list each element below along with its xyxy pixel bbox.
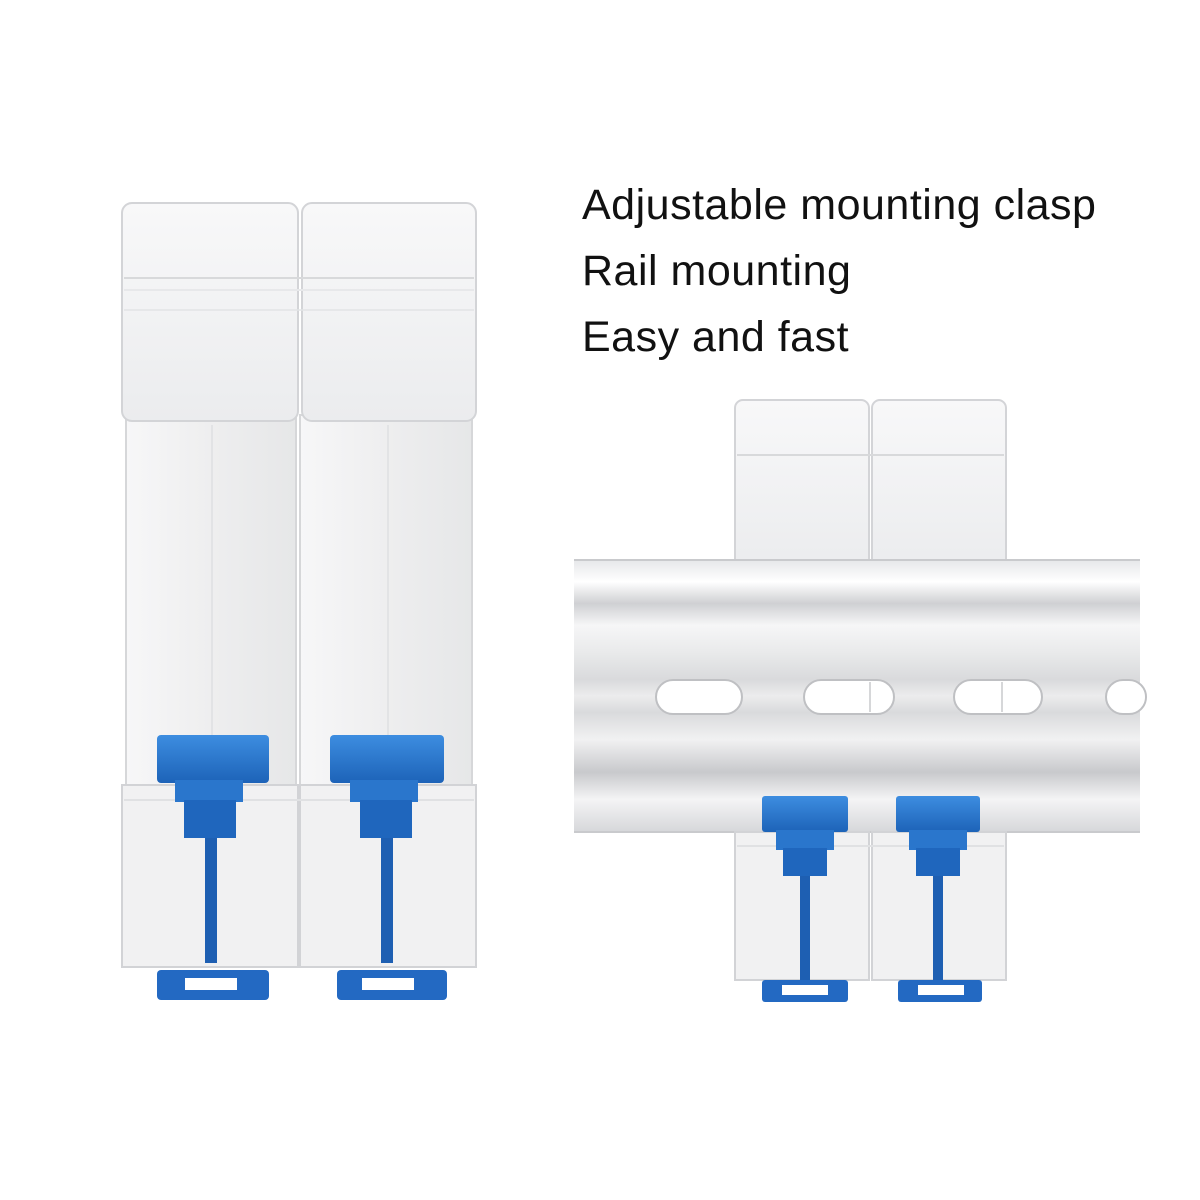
feature-rail-mounting: Rail mounting xyxy=(582,247,852,295)
breaker-cap-left xyxy=(121,202,299,422)
din-rail-icon xyxy=(574,559,1147,833)
mounting-clasp-icon xyxy=(896,796,982,1002)
breaker-cap-right xyxy=(301,202,477,422)
feature-easy-fast: Easy and fast xyxy=(582,313,850,361)
mounting-clasp-icon xyxy=(762,796,848,1002)
mounting-clasp-icon xyxy=(330,735,447,1000)
rail-mounted-breaker xyxy=(574,399,1147,1002)
small-breaker-cap-left xyxy=(734,399,870,571)
feature-list: Adjustable mounting clasp Rail mounting … xyxy=(582,172,1096,370)
feature-adjustable-clasp: Adjustable mounting clasp xyxy=(582,181,1097,229)
large-breaker xyxy=(121,202,477,1000)
small-breaker-cap-right xyxy=(871,399,1007,571)
mounting-clasp-icon xyxy=(157,735,269,1000)
